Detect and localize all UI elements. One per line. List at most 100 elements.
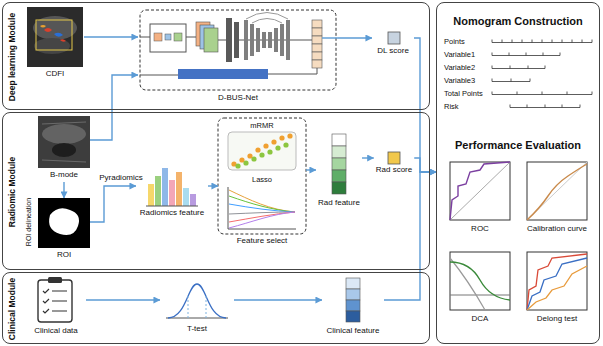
module-title: Clinical Module <box>8 278 18 340</box>
node-label: Rad feature <box>318 198 360 207</box>
icon-node: Clinical data <box>26 276 86 340</box>
roc-plot <box>450 162 510 220</box>
flow-arrow <box>338 37 372 38</box>
chart-node: Radiomics feature <box>136 160 208 222</box>
node-label: Radiomics feature <box>140 208 204 217</box>
bmode-image <box>52 143 76 157</box>
node-label: Clinical feature <box>327 326 380 335</box>
lasso-paths <box>229 190 295 212</box>
module-title: Radiomic Module <box>8 157 18 227</box>
network-diagram <box>312 28 322 36</box>
image-node: ROI <box>38 198 90 262</box>
network-diagram <box>140 75 178 76</box>
dca-plot <box>450 252 510 310</box>
network-diagram <box>280 24 284 56</box>
node-label: ROI <box>57 250 71 259</box>
node-label: B-mode <box>50 170 78 179</box>
flow-arrow <box>63 182 64 198</box>
mrmr-scatter <box>275 145 280 150</box>
network-diagram <box>312 36 322 44</box>
feature-bar-chart <box>146 168 198 206</box>
image-node: CDFI <box>26 6 84 82</box>
node-label: Lasso <box>252 176 272 185</box>
feature-bar-chart <box>190 194 196 206</box>
score-square <box>388 152 400 164</box>
lasso-paths <box>229 204 295 212</box>
rad-feature-column <box>332 182 346 194</box>
rad-feature-column <box>332 134 346 146</box>
nomogram-axis-label: Variable1 <box>444 51 475 60</box>
plot-node: Calibration curve <box>518 160 596 240</box>
clipboard-icon <box>38 280 72 322</box>
flow-arrow <box>384 172 436 300</box>
cdfi-image <box>54 33 63 37</box>
network-diagram <box>256 28 260 52</box>
mrmr-scatter <box>287 133 292 138</box>
bmode-image <box>42 124 86 144</box>
clinical-feature-column <box>346 278 360 289</box>
network-diagram <box>312 44 322 52</box>
flow-arrow <box>208 185 218 186</box>
feature-bar-chart <box>169 180 175 206</box>
flow-arrow <box>234 299 322 300</box>
chart-node: T-test <box>160 278 234 338</box>
roi-mask-image <box>49 208 79 235</box>
chart-node: mRMR <box>224 121 300 173</box>
dca-plot <box>450 262 510 300</box>
module-title: Deep learning Module <box>8 13 18 101</box>
roi-mask-image <box>38 198 90 248</box>
flow-arrow <box>414 158 436 172</box>
nomogram-scales <box>510 105 580 108</box>
mrmr-scatter <box>271 139 276 144</box>
network-diagram <box>140 10 338 90</box>
network-diagram <box>154 33 162 41</box>
node-label: mRMR <box>250 122 273 131</box>
score-node: DL score <box>372 30 414 60</box>
network-diagram <box>165 34 171 40</box>
flow-arrow <box>84 36 138 37</box>
panel-heading: Performance Evaluation <box>455 139 581 152</box>
chart-node: Lasso <box>224 176 300 230</box>
score-node: Rad score <box>374 150 414 180</box>
feature-select-frame <box>218 118 306 234</box>
score-square <box>388 152 400 164</box>
network-diagram <box>322 37 338 38</box>
node-label: Feature select <box>237 236 288 245</box>
mrmr-scatter <box>255 147 260 152</box>
network-diagram <box>140 10 336 90</box>
cdfi-image <box>44 28 52 32</box>
network-diagram <box>262 32 266 48</box>
flow-arrow <box>90 186 136 222</box>
calibration-plot <box>527 162 587 220</box>
delong-plot <box>527 252 587 310</box>
network-diagram <box>268 32 272 48</box>
network-diagram <box>234 22 239 58</box>
lasso-paths <box>229 196 295 212</box>
module-panel: Radiomic Module B-modeROI Radiomics featur… <box>2 112 430 270</box>
rad-feature-column <box>332 170 346 182</box>
node-label: ROC <box>471 224 489 233</box>
mrmr-scatter <box>267 149 272 154</box>
clipboard-icon <box>48 277 62 283</box>
score-square <box>388 32 400 44</box>
module-panel: Deep learning Module CDFI D-BUS-Net DL scor… <box>2 2 430 110</box>
network-diagram <box>274 28 278 52</box>
bmode-image <box>38 116 90 168</box>
cdfi-image <box>34 38 70 54</box>
calibration-plot <box>527 164 587 220</box>
network-diagram <box>312 52 322 60</box>
node-label: Calibration curve <box>527 224 587 233</box>
calibration-plot <box>527 162 587 220</box>
nomogram-axis-label: Risk <box>444 103 459 112</box>
delong-plot <box>527 266 587 310</box>
flow-arrow <box>306 169 316 170</box>
nomogram-scales <box>492 53 560 56</box>
network-diagram <box>186 37 196 38</box>
bell-curve <box>188 296 189 318</box>
network-node: D-BUS-Net <box>138 8 338 106</box>
mrmr-scatter <box>279 135 284 140</box>
cdfi-image <box>60 39 66 42</box>
nomogram-scales <box>492 66 545 69</box>
node-label: DCA <box>472 314 489 323</box>
